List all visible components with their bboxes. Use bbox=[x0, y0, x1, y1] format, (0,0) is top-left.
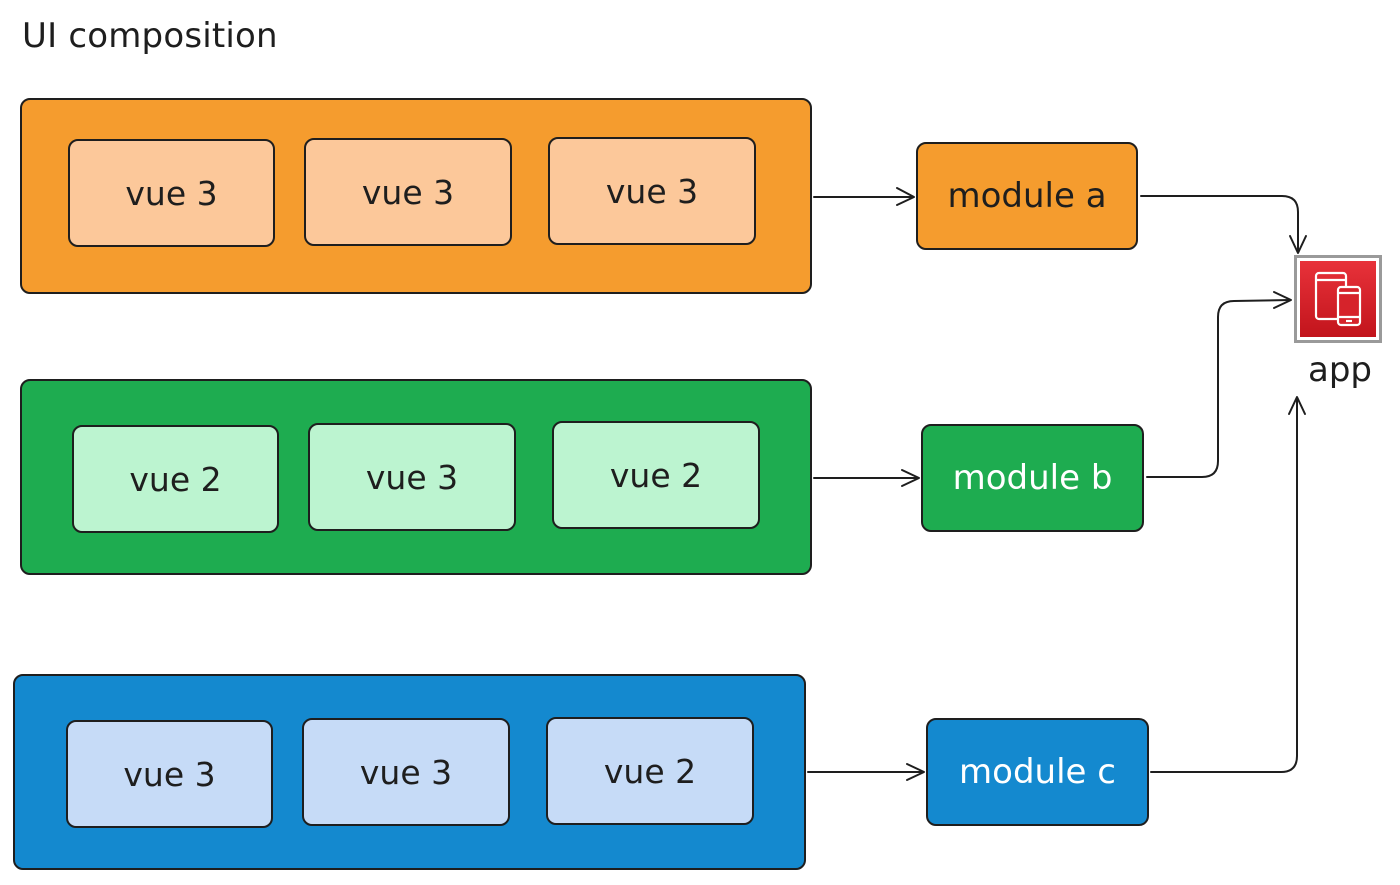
module-a-card-2: vue 3 bbox=[304, 138, 512, 246]
arrow-module-b-to-app bbox=[1146, 299, 1291, 478]
module-c-card-3: vue 2 bbox=[546, 717, 754, 825]
module-c-box: module c bbox=[926, 718, 1149, 826]
module-a-card-1: vue 3 bbox=[68, 139, 275, 247]
module-b-card-1: vue 2 bbox=[72, 425, 279, 533]
module-a-card-3: vue 3 bbox=[548, 137, 756, 245]
devices-icon bbox=[1294, 255, 1382, 343]
module-b-card-2: vue 3 bbox=[308, 423, 516, 531]
module-c-card-1: vue 3 bbox=[66, 720, 273, 828]
module-b-card-3: vue 2 bbox=[552, 421, 760, 529]
module-b-box: module b bbox=[921, 424, 1144, 532]
arrow-module-c-to-app bbox=[1150, 397, 1298, 773]
app-label: app bbox=[1308, 350, 1372, 390]
arrow-module-a-to-app bbox=[1140, 195, 1299, 253]
diagram-title: UI composition bbox=[22, 16, 278, 56]
module-c-card-2: vue 3 bbox=[302, 718, 510, 826]
module-a-box: module a bbox=[916, 142, 1138, 250]
